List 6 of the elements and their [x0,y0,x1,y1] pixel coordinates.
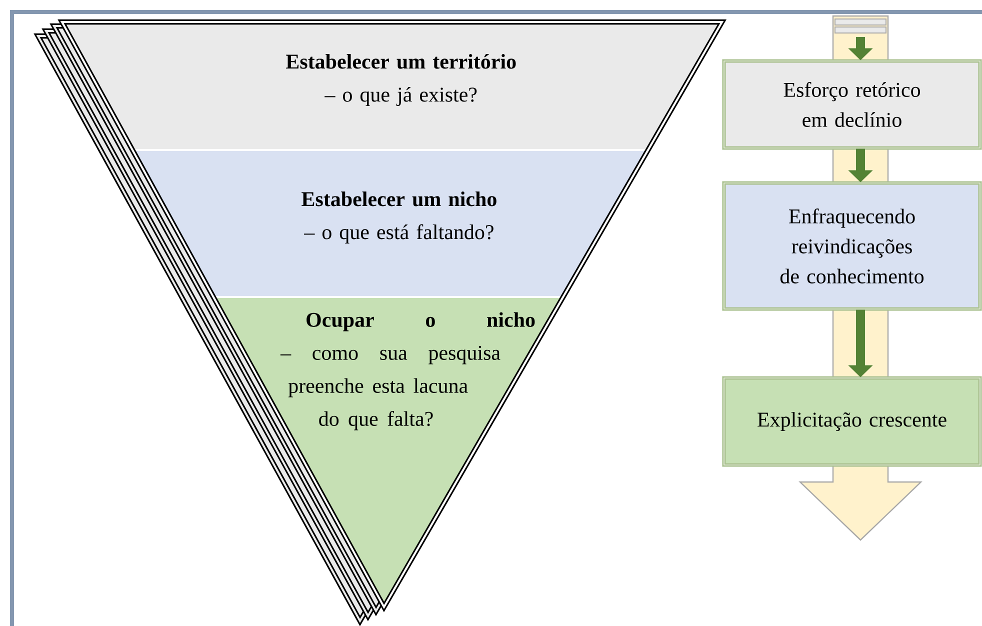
process-box: Enfraquecendo reivindicações de conhecimento [722,181,982,311]
process-box: Esforço retórico em declínio [722,59,982,150]
funnel-band: Estabelecer um território – o que já existe? [62,22,722,150]
funnel-band: Estabelecer um nicho – o que está faltando? [132,149,648,297]
funnel-band: Ocupar o nicho – como sua pesquisa preenche esta lacuna do que falta? [213,296,564,607]
process-box: Explicitação crescente [722,376,982,467]
